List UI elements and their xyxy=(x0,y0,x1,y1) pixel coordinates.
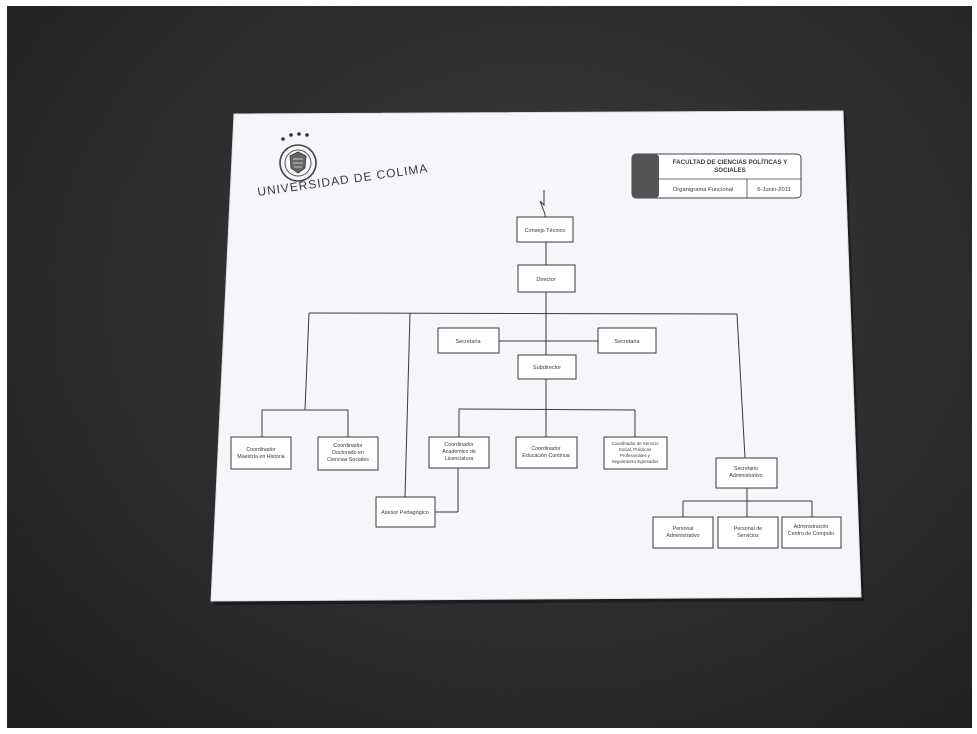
label-secretaria-left: Secretaria xyxy=(455,339,481,345)
label-personal-servicios-1: Personal de xyxy=(734,526,762,532)
org-chart-labels: Consejo Técnico Director Secretaria Secr… xyxy=(237,228,834,539)
header-title-line2: SOCIALES xyxy=(714,167,746,174)
box-personal-servicios xyxy=(717,516,779,549)
label-coord-servicio-4: Seguimiento Egresados xyxy=(612,459,659,464)
box-coord-doctorado xyxy=(317,436,379,471)
header-box: FACULTAD DE CIENCIAS POLÍTICAS Y SOCIALE… xyxy=(631,153,802,199)
label-secretaria-right: Secretaria xyxy=(614,339,640,345)
label-coord-maestria-2: Maestría en Historia xyxy=(237,454,284,460)
label-admin-centro-1: Administración xyxy=(794,524,829,530)
label-coord-doctorado-2: Doctorado en xyxy=(332,450,364,456)
label-personal-admin-2: Administrativo xyxy=(666,533,699,539)
label-coord-maestria-1: Coordinador xyxy=(246,447,275,453)
label-admin-centro-2: Centro de Computo xyxy=(788,531,834,537)
box-secretaria-right xyxy=(597,327,657,354)
university-seal-icon xyxy=(279,132,317,182)
label-coord-academico-3: Licenciatura xyxy=(445,456,474,462)
label-coord-academico-2: Académico de xyxy=(442,449,476,455)
label-coord-educacion-1: Coordinador xyxy=(531,446,560,452)
box-coord-servicio xyxy=(603,436,668,470)
label-consejo-tecnico: Consejo Técnico xyxy=(525,228,566,234)
label-coord-servicio-3: Profesionales y xyxy=(620,453,651,458)
box-admin-centro xyxy=(781,516,842,549)
label-personal-servicios-2: Servicios xyxy=(737,533,759,539)
header-date: 6-Junio-2011 xyxy=(757,187,790,193)
label-asesor-pedagogico: Asesor Pedagógico xyxy=(381,510,429,516)
label-director: Director xyxy=(536,277,555,283)
box-personal-admin xyxy=(652,516,714,549)
header-title-line1: FACULTAD DE CIENCIAS POLÍTICAS Y xyxy=(673,158,788,166)
header-doc-type: Organigrama Funcional xyxy=(673,187,734,193)
label-coord-servicio-1: Coordinador de Servicio xyxy=(611,441,659,446)
label-coord-academico-1: Coordinador xyxy=(444,442,473,448)
box-coord-academico xyxy=(428,436,490,469)
box-secretaria-left xyxy=(437,327,500,354)
label-secretario-admin-2: Administrativo xyxy=(729,473,762,479)
org-chart-connectors xyxy=(261,190,813,517)
box-director xyxy=(517,264,576,293)
label-secretario-admin-1: Secretario xyxy=(734,466,758,472)
box-subdirector xyxy=(517,354,577,380)
label-coord-educacion-2: Educación Continua xyxy=(522,453,569,459)
box-coord-educacion xyxy=(515,436,578,469)
org-chart-boxes xyxy=(230,216,842,549)
box-secretario-admin xyxy=(715,457,778,489)
box-asesor-pedagogico xyxy=(375,496,436,528)
label-personal-admin-1: Personal xyxy=(673,526,694,532)
box-coord-maestria xyxy=(230,436,292,470)
box-consejo-tecnico xyxy=(516,216,574,243)
label-coord-doctorado-3: Ciencias Sociales xyxy=(327,457,369,463)
label-coord-doctorado-1: Coordinador xyxy=(333,443,362,449)
label-coord-servicio-2: Social, Prácticas xyxy=(619,447,652,452)
label-subdirector: Subdirector xyxy=(533,365,561,371)
